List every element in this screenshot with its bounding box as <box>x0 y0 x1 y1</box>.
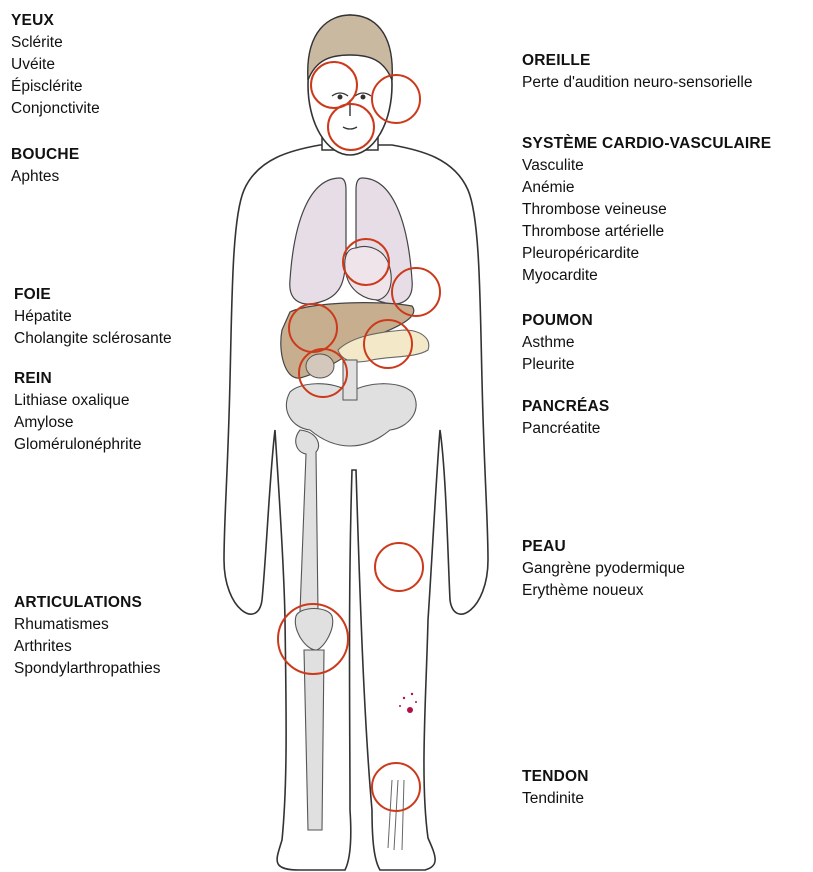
group-item: Pancréatite <box>522 418 609 440</box>
group-item: Uvéite <box>11 54 100 76</box>
group-item: Erythème noueux <box>522 580 685 602</box>
group-item: Perte d'audition neuro-sensorielle <box>522 72 752 94</box>
kidney <box>306 354 334 378</box>
group-item: Myocardite <box>522 265 771 287</box>
group-item: Thrombose veineuse <box>522 199 771 221</box>
group-title: YEUX <box>11 10 100 32</box>
group-item: Vasculite <box>522 155 771 177</box>
group-title: OREILLE <box>522 50 752 72</box>
group-item: Pleuropéricardite <box>522 243 771 265</box>
group-title: TENDON <box>522 766 589 788</box>
label-group-ear: OREILLE Perte d'audition neuro-sensoriel… <box>522 50 752 94</box>
group-title: PEAU <box>522 536 685 558</box>
label-group-kidney: REIN Lithiase oxalique Amylose Glomérulo… <box>14 368 142 456</box>
group-title: PANCRÉAS <box>522 396 609 418</box>
group-item: Spondylarthropathies <box>14 658 161 680</box>
group-title: BOUCHE <box>11 144 79 166</box>
tibia <box>304 650 324 830</box>
group-item: Arthrites <box>14 636 161 658</box>
group-title: REIN <box>14 368 142 390</box>
label-group-tendon: TENDON Tendinite <box>522 766 589 810</box>
label-group-joints: ARTICULATIONS Rhumatismes Arthrites Spon… <box>14 592 161 680</box>
label-group-pancreas: PANCRÉAS Pancréatite <box>522 396 609 440</box>
group-title: POUMON <box>522 310 593 332</box>
group-item: Gangrène pyodermique <box>522 558 685 580</box>
label-group-lung: POUMON Asthme Pleurite <box>522 310 593 376</box>
label-group-cardiovascular: SYSTÈME CARDIO-VASCULAIRE Vasculite Aném… <box>522 133 771 287</box>
group-item: Tendinite <box>522 788 589 810</box>
group-item: Glomérulonéphrite <box>14 434 142 456</box>
group-item: Cholangite sclérosante <box>14 328 172 350</box>
group-item: Anémie <box>522 177 771 199</box>
group-item: Aphtes <box>11 166 79 188</box>
label-group-liver: FOIE Hépatite Cholangite sclérosante <box>14 284 172 350</box>
group-item: Amylose <box>14 412 142 434</box>
label-group-mouth: BOUCHE Aphtes <box>11 144 79 188</box>
group-item: Pleurite <box>522 354 593 376</box>
group-item: Sclérite <box>11 32 100 54</box>
group-item: Rhumatismes <box>14 614 161 636</box>
group-item: Thrombose artérielle <box>522 221 771 243</box>
group-item: Asthme <box>522 332 593 354</box>
group-item: Hépatite <box>14 306 172 328</box>
label-group-skin: PEAU Gangrène pyodermique Erythème noueu… <box>522 536 685 602</box>
group-item: Conjonctivite <box>11 98 100 120</box>
group-item: Lithiase oxalique <box>14 390 142 412</box>
label-group-eyes: YEUX Sclérite Uvéite Épisclérite Conjonc… <box>11 10 100 120</box>
group-title: FOIE <box>14 284 172 306</box>
group-item: Épisclérite <box>11 76 100 98</box>
group-title: ARTICULATIONS <box>14 592 161 614</box>
group-title: SYSTÈME CARDIO-VASCULAIRE <box>522 133 771 155</box>
